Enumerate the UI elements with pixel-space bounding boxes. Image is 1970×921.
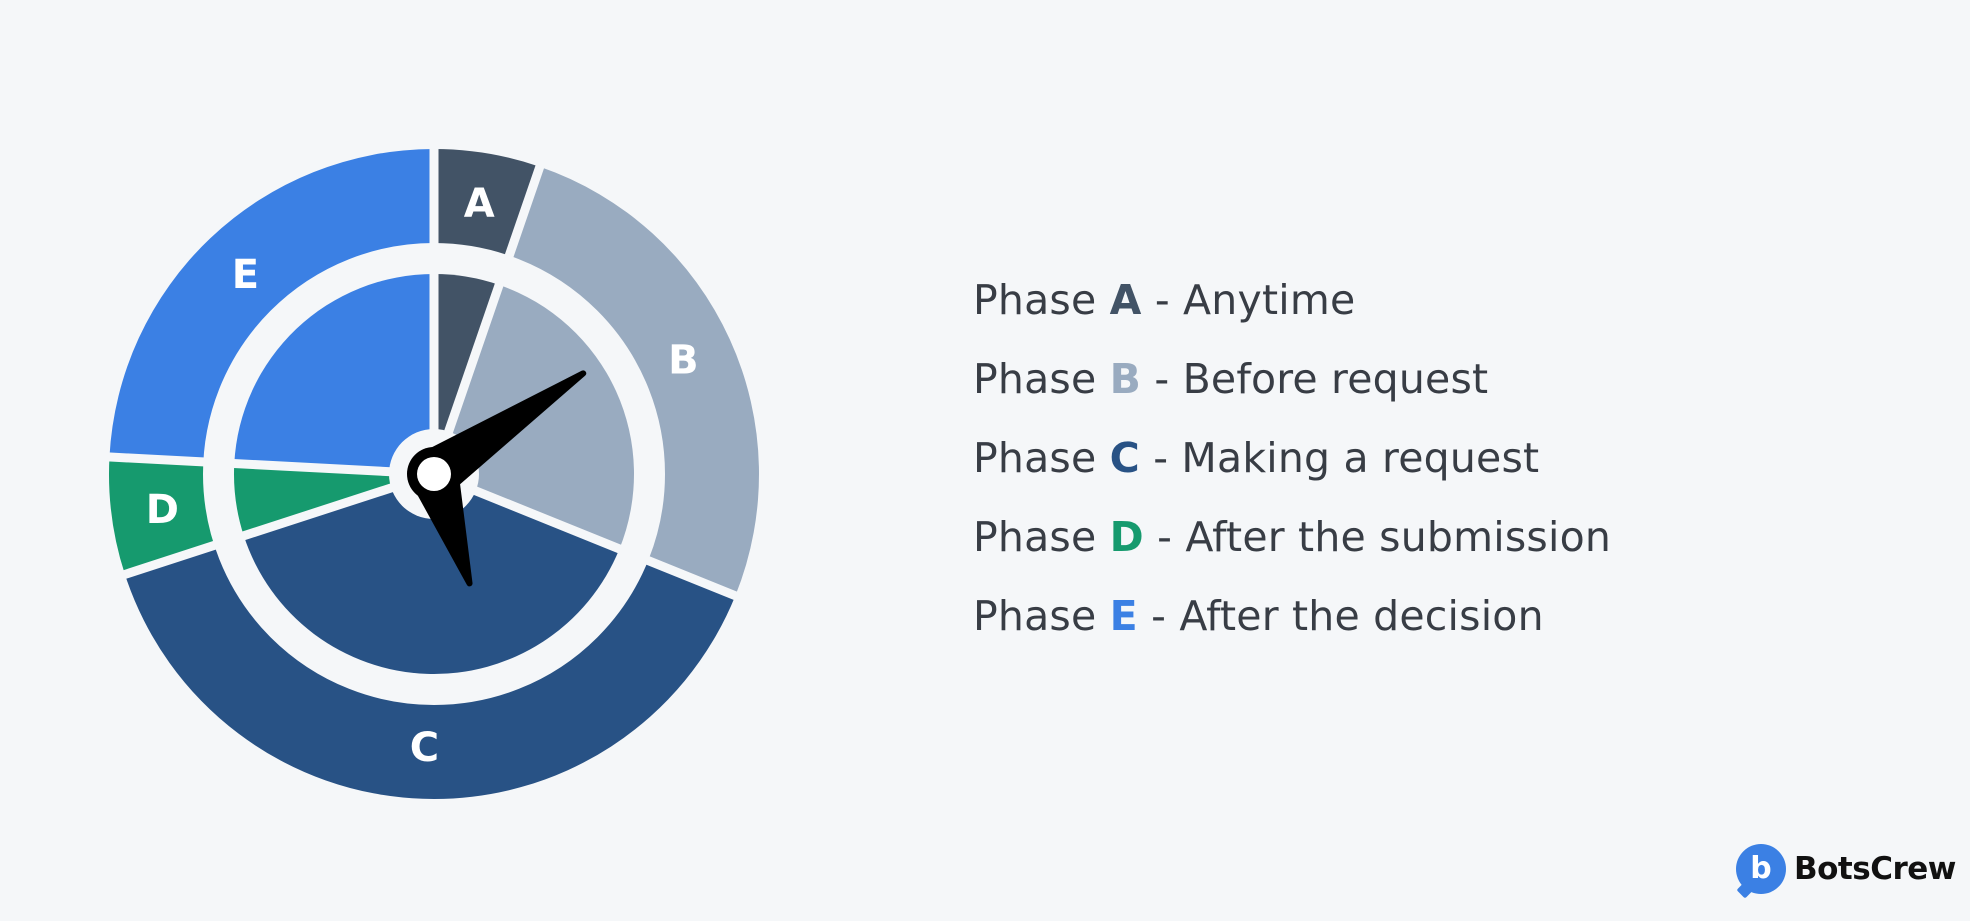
phase-legend: Phase A - Anytime Phase B - Before reque… — [973, 272, 1611, 667]
segment-label-b: B — [668, 337, 699, 383]
legend-code: D — [1109, 513, 1144, 561]
segment-label-e: E — [232, 252, 259, 298]
outer-segment-e — [109, 149, 434, 463]
legend-item-e: Phase E - After the decision — [973, 588, 1611, 667]
legend-code: E — [1109, 592, 1138, 640]
legend-text: - Making a request — [1153, 434, 1540, 482]
segment-label-a: A — [464, 181, 495, 227]
segment-divider — [117, 469, 436, 581]
outer-segment-c — [124, 542, 736, 799]
segment-label-d: D — [146, 487, 179, 533]
clock-hands — [389, 370, 587, 587]
legend-prefix: Phase — [973, 434, 1097, 482]
outer-ring — [109, 149, 759, 799]
legend-text: - After the decision — [1151, 592, 1544, 640]
legend-prefix: Phase — [973, 513, 1097, 561]
legend-prefix: Phase — [973, 355, 1097, 403]
legend-item-b: Phase B - Before request — [973, 351, 1611, 430]
legend-code: A — [1109, 276, 1142, 324]
legend-code: C — [1109, 434, 1140, 482]
outer-segment-b — [506, 166, 759, 596]
inner-segment-c — [243, 474, 620, 674]
b-speech-bubble-icon: b — [1736, 844, 1786, 894]
legend-prefix: Phase — [973, 592, 1097, 640]
legend-text: - After the submission — [1157, 513, 1612, 561]
segment-divider — [429, 159, 547, 476]
legend-item-c: Phase C - Making a request — [973, 430, 1611, 509]
hub-center — [417, 457, 451, 491]
brand-glyph: b — [1750, 851, 1772, 886]
segment-labels: A B C D E — [146, 181, 699, 771]
legend-text: - Anytime — [1154, 276, 1356, 324]
legend-item-a: Phase A - Anytime — [973, 272, 1611, 351]
legend-item-d: Phase D - After the submission — [973, 509, 1611, 588]
legend-prefix: Phase — [973, 276, 1097, 324]
segment-label-c: C — [410, 725, 439, 771]
brand-logo: b BotsCrew — [1736, 844, 1956, 894]
segment-divider — [103, 452, 435, 479]
outer-segment-d — [109, 456, 223, 575]
brand-name: BotsCrew — [1794, 851, 1956, 887]
inner-segment-d — [233, 463, 434, 536]
legend-code: B — [1109, 355, 1142, 403]
inner-segment-e — [234, 274, 434, 474]
segment-divider — [432, 469, 743, 603]
legend-text: - Before request — [1154, 355, 1489, 403]
